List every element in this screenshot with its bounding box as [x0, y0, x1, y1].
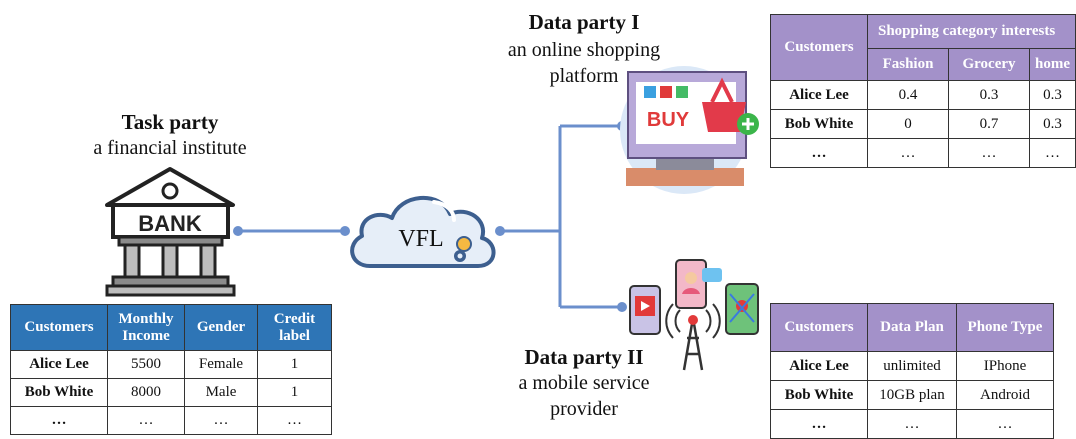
party1-table: Customers Shopping category interests Fa…: [770, 14, 1076, 168]
table-header: Customers: [10, 304, 108, 351]
table-header: Credit label: [257, 304, 332, 351]
online-shop-icon: BUY: [620, 66, 759, 194]
table-row: Alice Lee 0.4 0.3 0.3: [770, 80, 1076, 110]
table-header: Customers: [770, 303, 868, 352]
table-header: Phone Type: [956, 303, 1054, 352]
party2-title: Data party II: [524, 345, 644, 369]
party2-table: Customers Data Plan Phone Type Alice Lee…: [770, 303, 1054, 439]
table-row: … … …: [770, 409, 1054, 439]
task-party-subtitle: a financial institute: [93, 137, 247, 159]
table-header: Fashion: [867, 48, 949, 81]
table-header: Data Plan: [867, 303, 957, 352]
table-header: Gender: [184, 304, 258, 351]
party1-subtitle-line1: an online shopping: [507, 39, 661, 61]
vfl-cloud-icon: [350, 196, 496, 268]
table-header: Grocery: [948, 48, 1030, 81]
table-header: Customers: [770, 14, 868, 81]
party1-title: Data party I: [528, 10, 640, 34]
table-header: Monthly Income: [107, 304, 185, 351]
party1-subtitle-line2: platform: [549, 65, 619, 87]
task-party-table: Customers Monthly Income Gender Credit l…: [10, 304, 332, 435]
vfl-label: VFL: [398, 226, 444, 252]
table-row: … … … …: [10, 406, 332, 435]
party2-subtitle-line1: a mobile service: [518, 372, 650, 394]
party2-subtitle-line2: provider: [550, 398, 618, 420]
table-row: Alice Lee 5500 Female 1: [10, 350, 332, 379]
table-row: … … … …: [770, 138, 1076, 168]
table-row: Bob White 0 0.7 0.3: [770, 109, 1076, 139]
mobile-provider-icon: [629, 259, 759, 371]
table-row: Bob White 10GB plan Android: [770, 380, 1054, 410]
buy-label: BUY: [647, 109, 690, 131]
task-party-title: Task party: [121, 110, 219, 134]
table-group-header: Shopping category interests: [867, 14, 1076, 49]
bank-sign: BANK: [138, 211, 202, 236]
bank-icon: BANK: [105, 167, 236, 297]
table-row: Bob White 8000 Male 1: [10, 378, 332, 407]
table-header: home: [1029, 48, 1076, 81]
table-row: Alice Lee unlimited IPhone: [770, 351, 1054, 381]
